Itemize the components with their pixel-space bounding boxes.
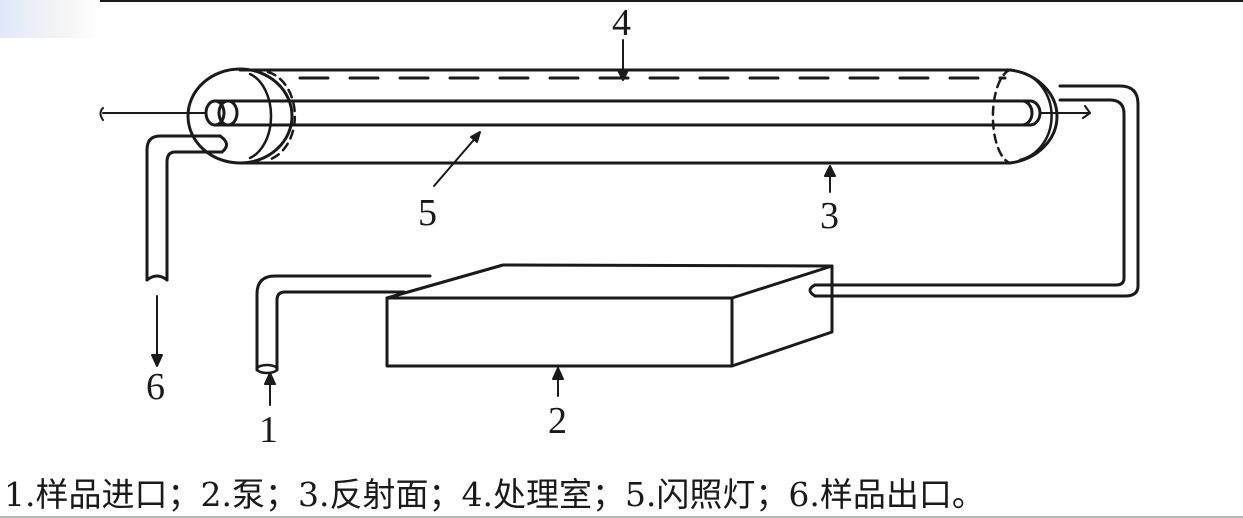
flash-lamp bbox=[99, 99, 1091, 127]
blurred-corner-artifact bbox=[0, 0, 100, 38]
label-2: 2 bbox=[548, 400, 567, 442]
treatment-chamber bbox=[186, 67, 1059, 165]
return-pipe bbox=[808, 84, 1140, 298]
leader-arrows bbox=[151, 39, 836, 406]
outlet-pipe bbox=[145, 134, 228, 282]
top-border-line bbox=[100, 0, 1243, 2]
inlet-pipe bbox=[255, 274, 432, 375]
pump bbox=[385, 263, 834, 368]
figure-caption: 1.样品进口；2.泵；3.反射面；4.处理室；5.闪照灯；6.样品出口。 bbox=[4, 475, 985, 514]
label-6: 6 bbox=[146, 366, 165, 408]
label-1: 1 bbox=[259, 409, 278, 451]
label-4: 4 bbox=[612, 2, 631, 44]
label-5: 5 bbox=[418, 192, 437, 234]
bottom-border-line bbox=[0, 516, 1243, 518]
label-3: 3 bbox=[820, 195, 839, 237]
